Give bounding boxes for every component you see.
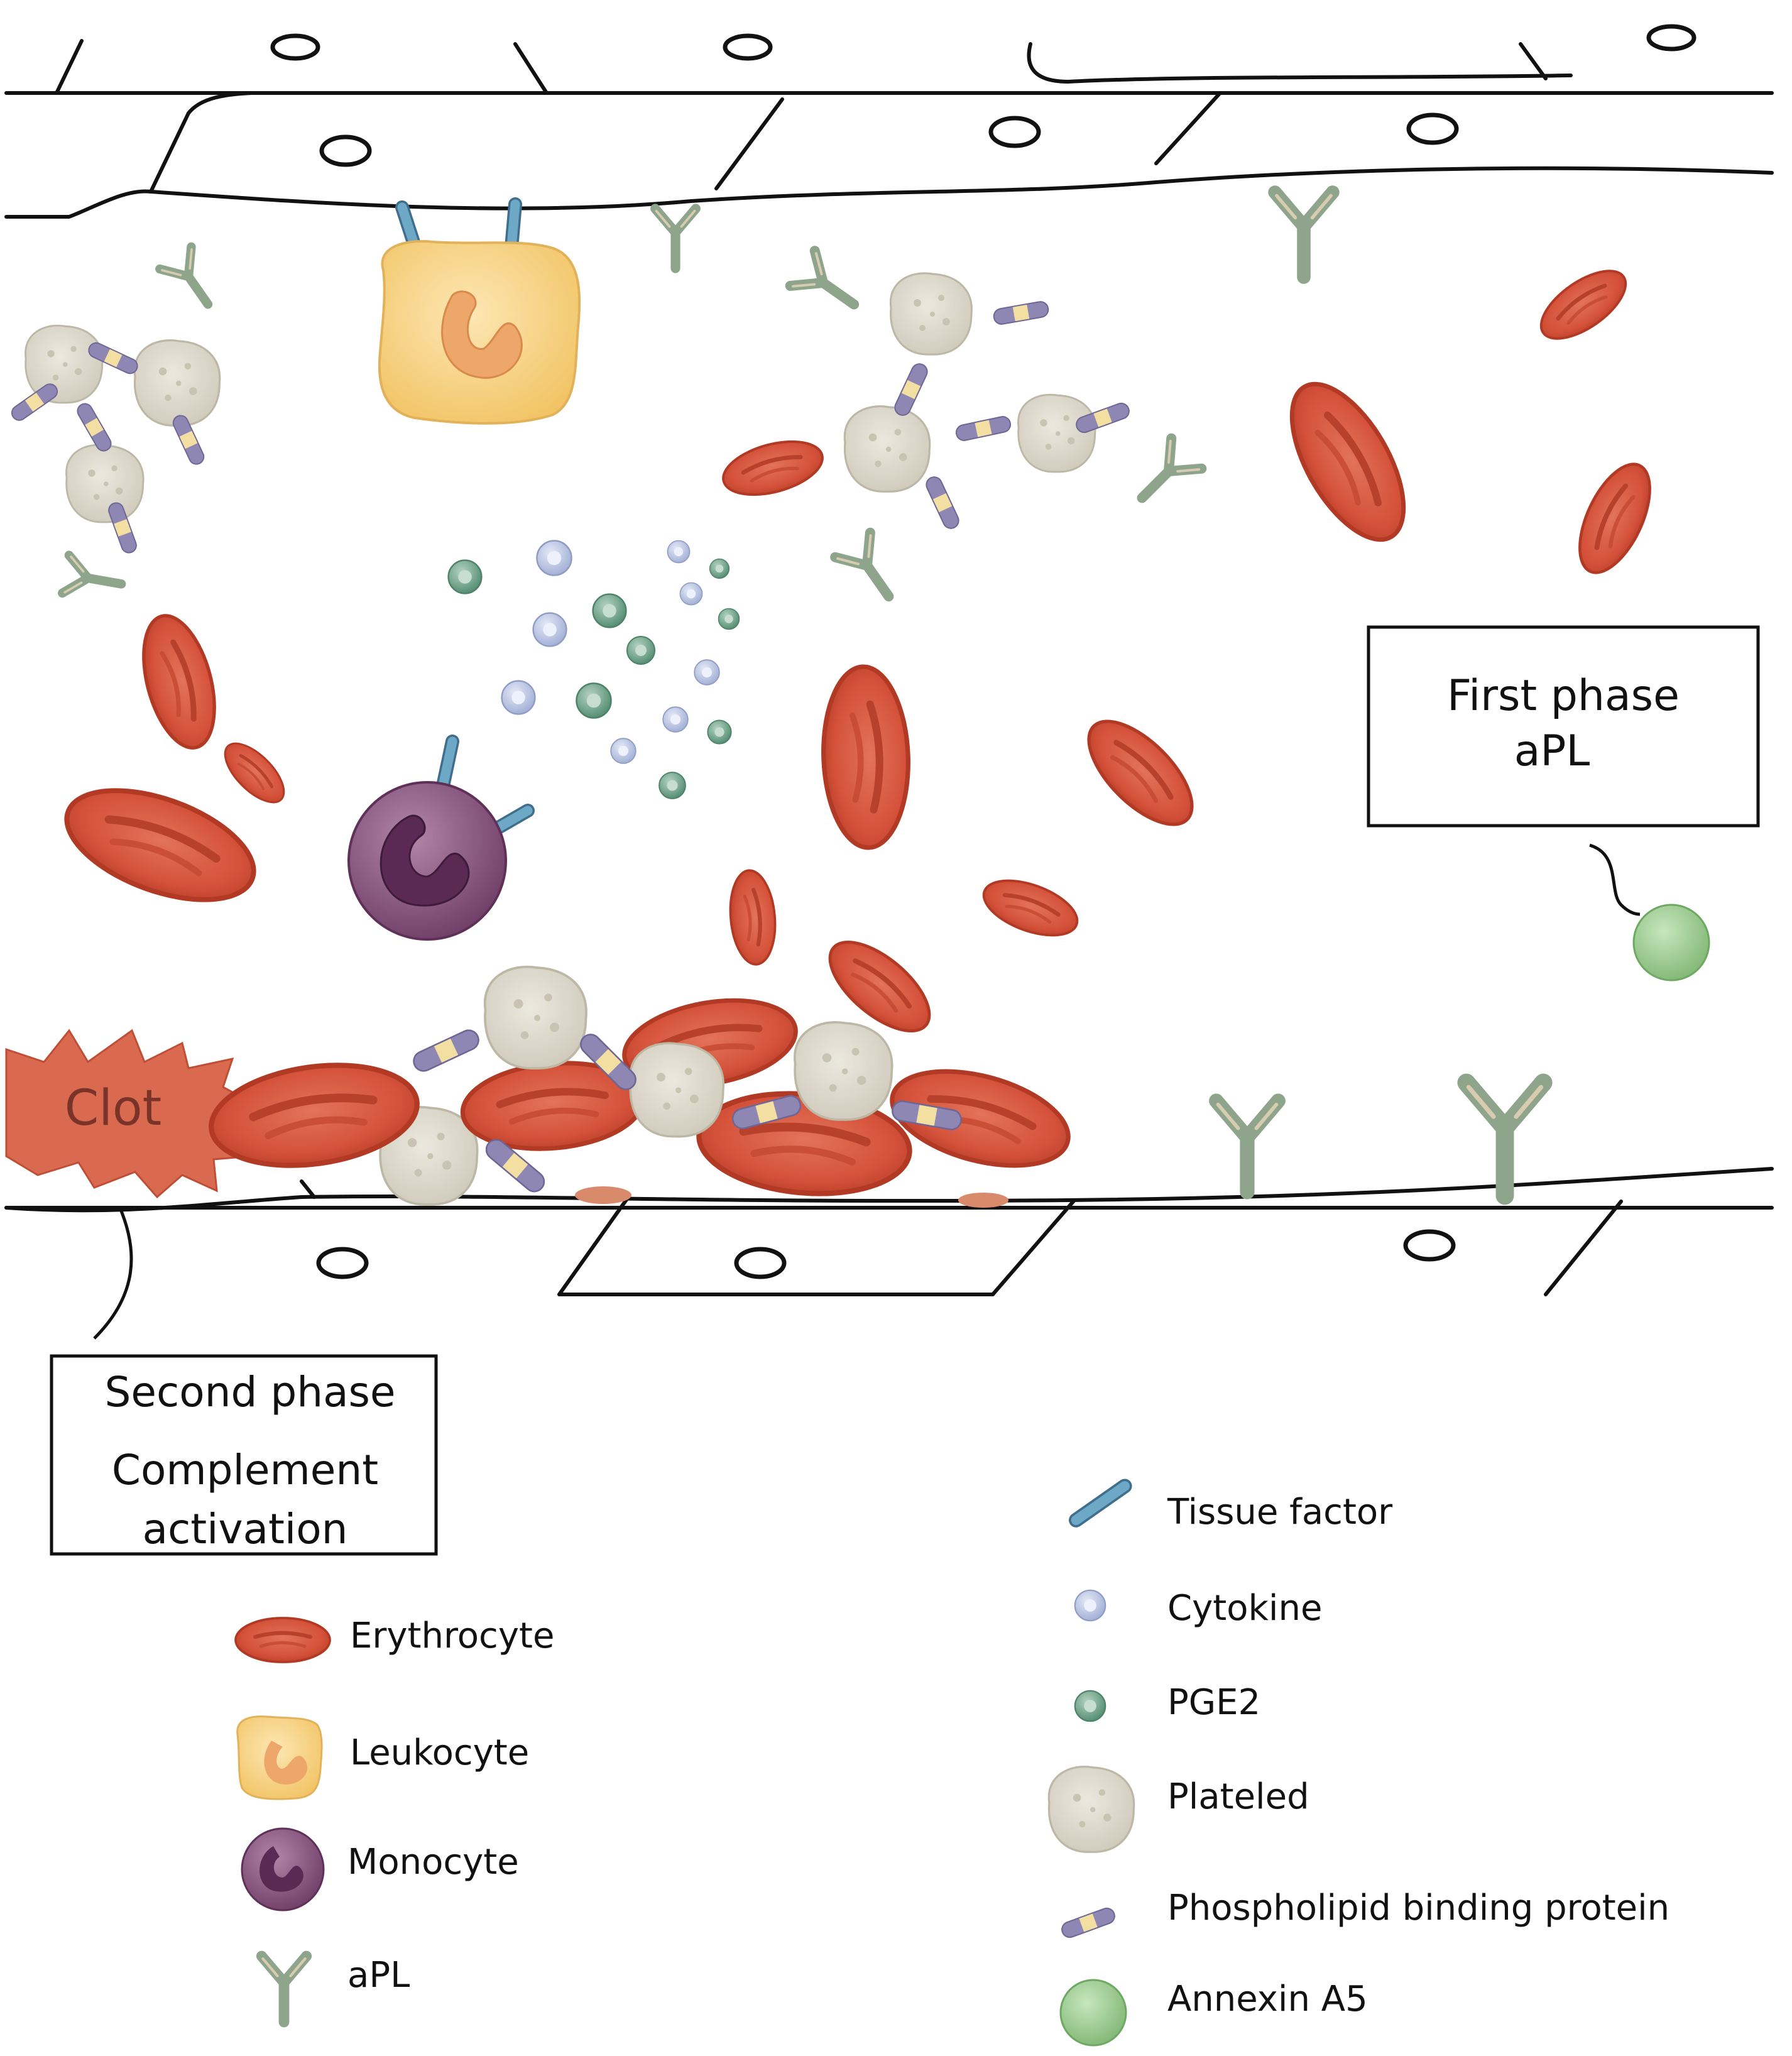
pge2-icon [1074, 1690, 1106, 1722]
legend-pge2-label: PGE2 [1167, 1682, 1260, 1723]
legend-erythrocyte-label: Erythrocyte [350, 1616, 554, 1656]
first-phase-box: First phase aPL [1367, 625, 1760, 828]
second-phase-line2: Complement [112, 1446, 378, 1494]
legend-annexin-a5: Annexin A5 [1059, 1979, 1368, 2047]
legend-tissue-factor: Tissue factor [1076, 1486, 1393, 1533]
annexin-a5-icon [1059, 1979, 1127, 2047]
apl-antibody [160, 247, 224, 315]
second-phase-connector [93, 1206, 133, 1340]
legend-monocyte-label: Monocyte [347, 1842, 519, 1883]
platelet-cluster-middle [843, 272, 1132, 532]
cytokine-particles [501, 540, 720, 764]
top-endothelial-nuclei [270, 24, 1696, 167]
legend-apl: aPL [261, 1955, 410, 2022]
tissue-factor-icon [1076, 1486, 1125, 1520]
first-phase-line1: First phase [1447, 671, 1680, 721]
first-phase-connector [1589, 843, 1641, 916]
clot-label: Clot [65, 1080, 161, 1137]
monocyte-icon [241, 1827, 325, 1911]
legend-right: Tissue factor Cytokine PGE2 Plateled Pho… [1047, 1486, 1669, 2047]
legend-cytokine-label: Cytokine [1167, 1588, 1322, 1629]
legend-leukocyte: Leukocyte [236, 1715, 529, 1800]
bottom-endothelial-nuclei [316, 1229, 1456, 1279]
leukocyte [378, 204, 581, 425]
legend-plateled-label: Plateled [1167, 1776, 1309, 1817]
clot-aggregate [205, 965, 1079, 1208]
annexin-a5 [1632, 904, 1710, 982]
legend-tissue-factor-label: Tissue factor [1167, 1492, 1393, 1533]
platelet-cluster-left [8, 324, 221, 555]
legend-leukocyte-label: Leukocyte [350, 1732, 529, 1773]
apl-antibody-icon [261, 1956, 306, 2022]
apl-antibody [62, 555, 124, 603]
apl-antibody [655, 209, 696, 268]
second-phase-line3: activation [143, 1505, 348, 1553]
platelet-icon [1047, 1766, 1135, 1853]
legend-phospholipid-binding-protein-label: Phospholipid binding protein [1167, 1888, 1669, 1928]
apl-antibody [790, 251, 866, 322]
leukocyte-icon [236, 1715, 323, 1800]
legend-pge2: PGE2 [1074, 1682, 1260, 1723]
apl-antibody [835, 533, 906, 609]
erythrocyte-icon [236, 1618, 330, 1662]
apl-antibody [1127, 439, 1202, 513]
legend-annexin-a5-label: Annexin A5 [1167, 1979, 1368, 2020]
apl-antibody [1216, 1101, 1279, 1192]
legend-apl-label: aPL [347, 1955, 410, 1996]
legend-monocyte: Monocyte [241, 1827, 519, 1911]
legend-cytokine: Cytokine [1074, 1588, 1322, 1629]
legend-erythrocyte: Erythrocyte [236, 1616, 554, 1662]
legend-phospholipid-binding-protein: Phospholipid binding protein [1059, 1888, 1669, 1940]
top-endothelium [4, 39, 1774, 219]
phospholipid-binding-protein-icon [1059, 1905, 1118, 1940]
cytokine-icon [1074, 1589, 1106, 1622]
apl-antibody [1467, 1083, 1543, 1196]
first-phase-line2: aPL [1514, 726, 1590, 776]
second-phase-line1: Second phase [104, 1368, 395, 1416]
legend-left: Erythrocyte Leukocyte Monocyte aPL [236, 1616, 554, 2022]
second-phase-box: Second phase Complement activation [50, 1354, 438, 1556]
apl-antibody [1275, 192, 1333, 277]
monocyte [347, 741, 528, 941]
legend-plateled: Plateled [1047, 1766, 1309, 1853]
clot: Clot [5, 1029, 260, 1199]
